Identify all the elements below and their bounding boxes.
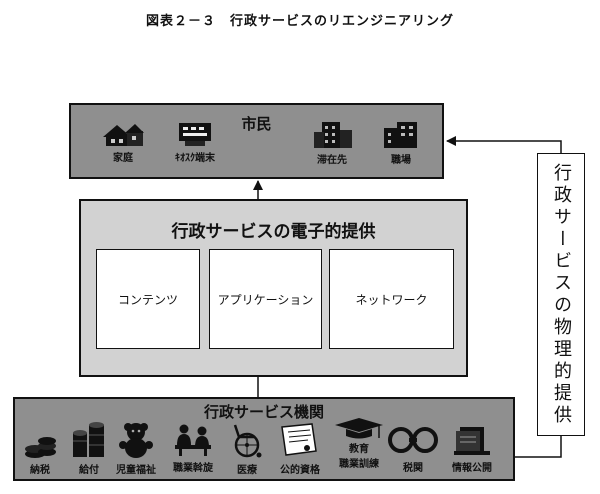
citizen-label-hotel: 滞在先 [317,155,347,166]
agency-label-vocational-training: 職業訓練 [339,459,379,470]
agency-item-information-disclosure: 情報公開 [452,423,492,474]
citizen-item-home: 家庭 [101,121,145,164]
agency-item-job-placement: 職業斡旋 [173,423,213,474]
agency-item-tax: 納税 [23,429,57,476]
agency-title: 行政サービス機関 [203,403,324,421]
citizen-label-workplace: 職場 [391,155,411,166]
job-interview-icon [175,424,211,456]
agency-box: 行政サービス機関 納税 給付 [13,397,515,481]
house-icon [103,124,144,146]
component-application-box: アプリケーション [209,249,322,349]
side-note-to-citizen-arrow [446,136,562,153]
component-contents-label: コンテンツ [117,292,178,307]
agency-label-job-placement: 職業斡旋 [173,463,213,474]
teddy-bear-icon [119,423,153,458]
coin-stack-icon [73,422,104,457]
agency-label-certification: 公的資格 [280,465,320,476]
citizen-label-home: 家庭 [113,153,133,164]
hotel-building-icon [314,122,352,148]
figure-title: 図表２－３ 行政サービスのリエンジニアリング [145,14,454,29]
agency-item-medical: 医療 [229,421,265,476]
agency-label-child-welfare: 児童福祉 [116,465,156,476]
coin-stack-icon [25,437,56,458]
agency-item-child-welfare: 児童福祉 [116,421,156,476]
agency-label-medical: 医療 [237,465,257,476]
citizen-item-workplace: 職場 [381,119,421,166]
component-contents-box: コンテンツ [96,249,200,349]
agency-label-customs: 税関 [403,463,423,474]
kiosk-terminal-icon [179,123,211,146]
physical-service-note: 行政サービスの物理的提供 [537,153,585,436]
agency-to-side-note-line [515,436,562,458]
agency-item-certification: 公的資格 [278,421,322,476]
agency-label-benefits: 給付 [79,465,99,476]
citizen-item-hotel: 滞在先 [310,119,354,166]
certificate-scroll-icon [281,423,317,456]
agency-item-education: 教育 職業訓練 [333,416,385,470]
office-building-icon [384,122,417,148]
electronic-service-title: 行政サービスの電子的提供 [171,222,376,242]
citizen-label-kiosk: ｷｵｽｸ端末 [175,153,215,164]
agency-item-customs: 税関 [387,423,439,474]
component-network-label: ネットワーク [355,292,428,307]
mortarboard-icon [335,418,383,439]
agency-label-education: 教育 [349,444,369,455]
physical-service-text: 行政サービスの物理的提供 [551,162,572,427]
agency-item-benefits: 給付 [71,421,107,476]
component-network-box: ネットワーク [329,249,454,349]
component-application-label: アプリケーション [217,292,314,307]
citizen-title: 市民 [241,115,272,133]
citizen-item-kiosk: ｷｵｽｸ端末 [173,121,217,164]
handcuffs-icon [388,427,438,453]
agency-label-tax: 納税 [30,465,50,476]
documents-icon [454,427,490,455]
citizen-box: 市民 家庭 ｷｵｽｸ端末 [69,103,444,179]
wheelchair-icon [233,424,262,458]
agency-label-information-disclosure: 情報公開 [452,463,492,474]
